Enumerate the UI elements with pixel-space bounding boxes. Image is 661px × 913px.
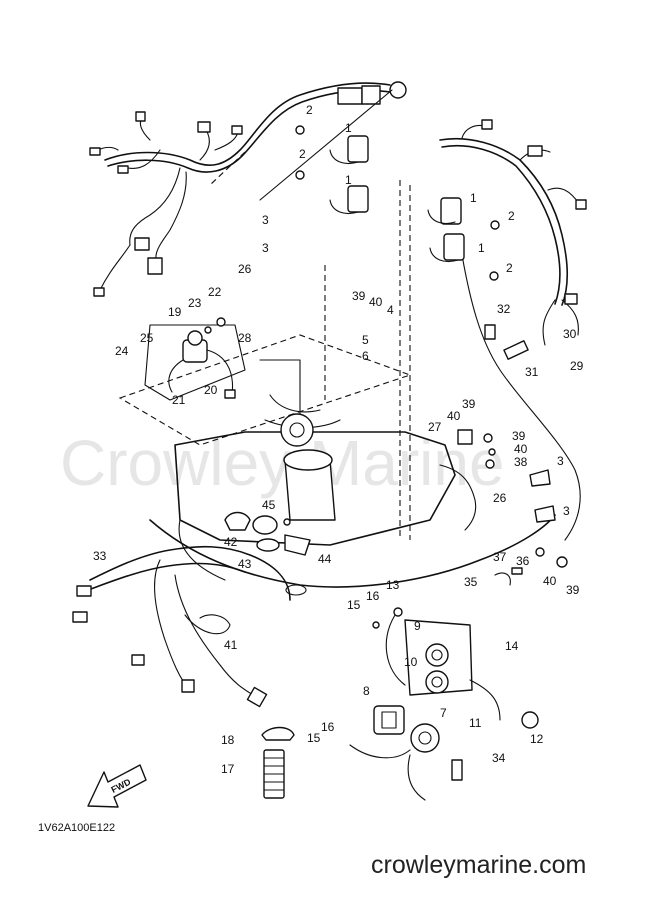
callout-1: 1 xyxy=(345,121,352,135)
callout-38: 38 xyxy=(514,455,528,469)
callout-28: 28 xyxy=(238,331,252,345)
site-label: crowleymarine.com xyxy=(371,851,587,879)
callout-15: 15 xyxy=(307,731,321,745)
callout-2: 2 xyxy=(299,147,306,161)
callout-45: 45 xyxy=(262,498,276,512)
callout-1: 1 xyxy=(478,241,485,255)
callout-2: 2 xyxy=(306,103,313,117)
callout-2: 2 xyxy=(506,261,513,275)
callout-10: 10 xyxy=(404,655,418,669)
callout-31: 31 xyxy=(525,365,539,379)
callout-39: 39 xyxy=(566,583,580,597)
callout-17: 17 xyxy=(221,762,235,776)
fwd-arrow-icon: FWD xyxy=(87,764,147,808)
battery-cables xyxy=(72,545,291,708)
parts-17-18 xyxy=(261,726,295,799)
wiring-harness-top-right xyxy=(439,119,587,541)
callout-24: 24 xyxy=(115,344,129,358)
part-14-junction-box xyxy=(372,607,501,721)
callout-35: 35 xyxy=(464,575,478,589)
watermark-text: Crowley Marine xyxy=(60,427,505,499)
callout-25: 25 xyxy=(140,331,154,345)
callout-1: 1 xyxy=(345,173,352,187)
callout-3: 3 xyxy=(262,241,269,255)
callout-13: 13 xyxy=(386,578,400,592)
callout-19: 19 xyxy=(168,305,182,319)
callout-1: 1 xyxy=(470,191,477,205)
callout-39: 39 xyxy=(512,429,526,443)
callout-6: 6 xyxy=(362,349,369,363)
grommet-group xyxy=(224,511,311,556)
callout-34: 34 xyxy=(492,751,506,765)
callout-44: 44 xyxy=(318,552,332,566)
callout-3: 3 xyxy=(557,454,564,468)
switch-parts xyxy=(349,705,539,801)
callout-39: 39 xyxy=(352,289,366,303)
callout-42: 42 xyxy=(224,535,238,549)
callout-9: 9 xyxy=(414,619,421,633)
callout-40: 40 xyxy=(543,574,557,588)
callout-8: 8 xyxy=(363,684,370,698)
callout-labels: 1111222233334567891011121314151516161718… xyxy=(93,103,584,776)
callout-40: 40 xyxy=(369,295,383,309)
callout-39: 39 xyxy=(462,397,476,411)
callout-36: 36 xyxy=(516,554,530,568)
callout-22: 22 xyxy=(208,285,222,299)
callout-32: 32 xyxy=(497,302,511,316)
callout-40: 40 xyxy=(514,442,528,456)
callout-26: 26 xyxy=(493,491,507,505)
callout-43: 43 xyxy=(238,557,252,571)
callout-5: 5 xyxy=(362,333,369,347)
callout-3: 3 xyxy=(262,213,269,227)
callout-15: 15 xyxy=(347,598,361,612)
callout-29: 29 xyxy=(570,359,584,373)
part-19-solenoid xyxy=(144,317,246,401)
diagram-code: 1V62A100E122 xyxy=(38,822,115,834)
callout-18: 18 xyxy=(221,733,235,747)
callout-16: 16 xyxy=(366,589,380,603)
callout-41: 41 xyxy=(224,638,238,652)
right-small-parts xyxy=(439,324,568,586)
callout-40: 40 xyxy=(447,409,461,423)
callout-3: 3 xyxy=(563,504,570,518)
callout-4: 4 xyxy=(387,303,394,317)
engine-base-plate xyxy=(118,180,556,596)
callout-11: 11 xyxy=(469,716,482,730)
callout-33: 33 xyxy=(93,549,107,563)
callout-16: 16 xyxy=(321,720,335,734)
wiring-harness-top-left xyxy=(89,81,407,297)
callout-37: 37 xyxy=(493,550,507,564)
callout-20: 20 xyxy=(204,383,218,397)
callout-14: 14 xyxy=(505,639,519,653)
callout-7: 7 xyxy=(440,706,447,720)
relay-clips xyxy=(295,125,500,281)
callout-23: 23 xyxy=(188,296,202,310)
callout-27: 27 xyxy=(428,420,442,434)
callout-30: 30 xyxy=(563,327,577,341)
callout-21: 21 xyxy=(172,393,186,407)
callout-26: 26 xyxy=(238,262,252,276)
callout-2: 2 xyxy=(508,209,515,223)
callout-12: 12 xyxy=(530,732,544,746)
